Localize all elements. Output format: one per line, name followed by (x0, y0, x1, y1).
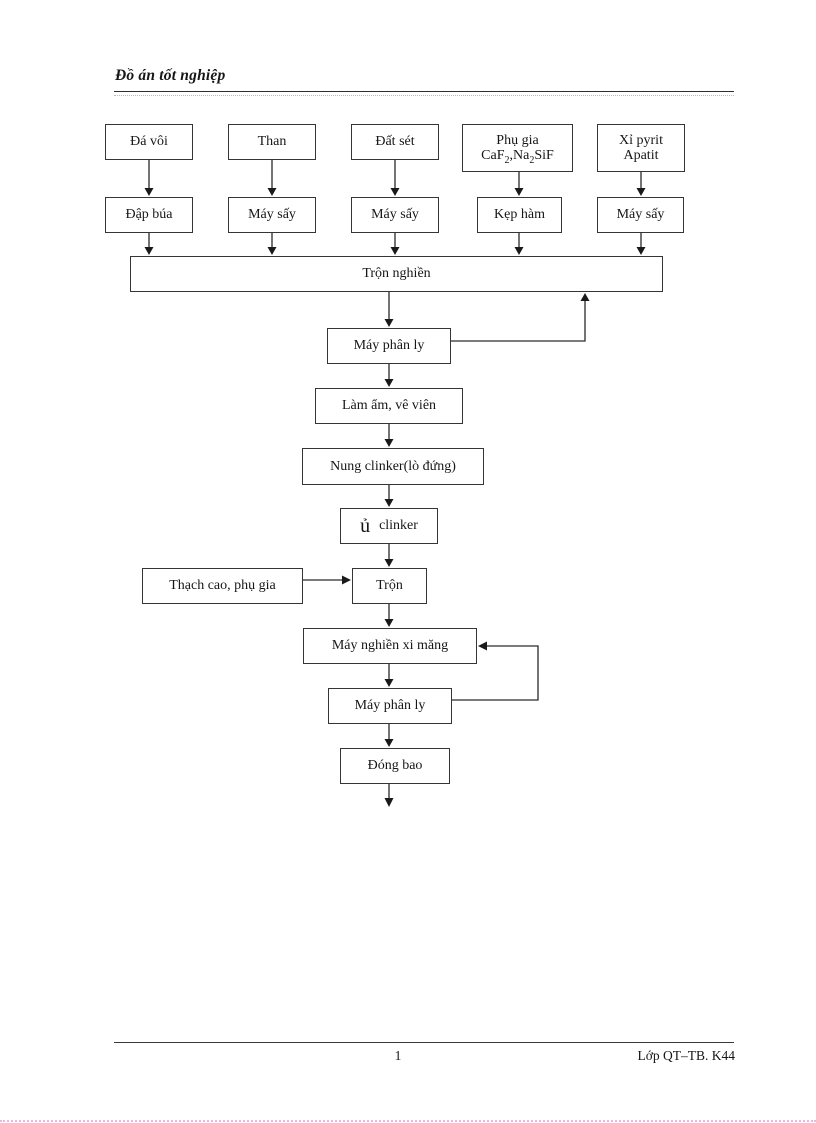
arrow-may-phan-ly-to-lam-am (384, 364, 394, 387)
arrow-may-say1-to-tron-nghien (267, 233, 277, 255)
arrow-than-to-may-say (267, 160, 277, 196)
box-dap-bua: Đập búa (105, 197, 193, 233)
box-dat-set: Đất sét (351, 124, 439, 160)
box-xi-pyrit: Xỉ pyrit Apatit (597, 124, 685, 172)
arrow-da-voi-to-dap-bua (144, 160, 154, 196)
box-than: Than (228, 124, 316, 160)
arrow-tron-nghien-to-may-phan-ly (384, 292, 394, 327)
footer-page-number: 1 (394, 1048, 402, 1063)
box-nung-clinker: Nung clinker(lò đứng) (302, 448, 484, 485)
box-label-line2: Apatit (623, 148, 659, 163)
footer-rule (114, 1042, 734, 1045)
arrow-thach-cao-to-tron (303, 575, 351, 585)
box-label: Nung clinker(lò đứng) (330, 458, 456, 474)
box-label: Thạch cao, phụ gia (169, 578, 276, 594)
box-label: Kẹp hàm (494, 207, 545, 223)
box-label: Máy sấy (248, 207, 296, 223)
arrow-nung-clinker-to-u-clinker (384, 485, 394, 507)
arrow-u-clinker-to-tron (384, 544, 394, 567)
box-lam-am-ve-vien: Làm ẩm, vê viên (315, 388, 463, 424)
box-label: Đất sét (375, 134, 415, 150)
arrow-lam-am-to-nung-clinker (384, 424, 394, 447)
box-label: Máy sấy (616, 207, 665, 223)
box-may-phan-ly-2: Máy phân ly (328, 688, 452, 724)
box-label: Máy phân ly (354, 698, 426, 714)
feedback-may-phan-ly-to-tron-nghien (451, 293, 590, 342)
box-label: Máy nghiền xi măng (331, 638, 449, 654)
page-bottom-dotted-line (0, 1117, 816, 1122)
box-label: Đá vôi (130, 134, 168, 150)
box-label-line1: Xỉ pyrit (619, 132, 663, 148)
arrow-tron-to-may-nghien (384, 604, 394, 627)
box-tron: Trộn (352, 568, 427, 604)
box-dong-bao: Đóng bao (340, 748, 450, 784)
box-da-voi: Đá vôi (105, 124, 193, 160)
header-title: Đồ án tốt nghiệp (115, 67, 226, 84)
arrow-may-say2-to-tron-nghien (390, 233, 400, 255)
box-label: Than (257, 134, 287, 150)
arrow-phu-gia-to-kep-ham (514, 172, 524, 196)
arrow-dat-set-to-may-say (390, 160, 400, 196)
box-label: Máy sấy (371, 207, 419, 223)
arrow-dong-bao-output (384, 784, 394, 807)
box-label: Máy phân ly (353, 338, 425, 354)
box-may-say-3: Máy sấy (597, 197, 684, 233)
box-label-suffix: clinker (379, 518, 418, 534)
box-u-clinker: ủ clinker (340, 508, 438, 544)
box-may-nghien-xi-mang: Máy nghiền xi măng (303, 628, 477, 664)
box-tron-nghien: Trộn nghiền (130, 256, 663, 292)
arrow-dap-bua-to-tron-nghien (144, 233, 154, 255)
arrow-may-phan-ly2-to-dong-bao (384, 724, 394, 747)
box-may-say-1: Máy sấy (228, 197, 316, 233)
box-label-line1: Phụ gia (496, 132, 539, 148)
arrow-xi-pyrit-to-may-say (636, 172, 646, 196)
box-kep-ham: Kẹp hàm (477, 197, 562, 233)
box-label-formula: CaF2,Na2SiF (481, 148, 554, 166)
box-may-phan-ly-1: Máy phân ly (327, 328, 451, 364)
box-label: Trộn nghiền (362, 266, 431, 282)
box-phu-gia: Phụ gia CaF2,Na2SiF (462, 124, 573, 172)
arrow-may-say3-to-tron-nghien (636, 233, 646, 255)
footer-class-label: Lớp QT–TB. K44 (637, 1048, 735, 1063)
box-label: Làm ẩm, vê viên (341, 398, 437, 414)
feedback-may-phan-ly2-to-may-nghien (451, 641, 539, 701)
box-may-say-2: Máy sấy (351, 197, 439, 233)
header-rule (114, 91, 734, 96)
box-label-prefix: ủ (360, 515, 371, 537)
box-thach-cao-phu-gia: Thạch cao, phụ gia (142, 568, 303, 604)
box-label: Đập búa (125, 207, 173, 223)
arrow-kep-ham-to-tron-nghien (514, 233, 524, 255)
box-label: Đóng bao (367, 758, 423, 774)
box-label: Trộn (376, 578, 403, 594)
arrow-may-nghien-to-may-phan-ly2 (384, 664, 394, 687)
